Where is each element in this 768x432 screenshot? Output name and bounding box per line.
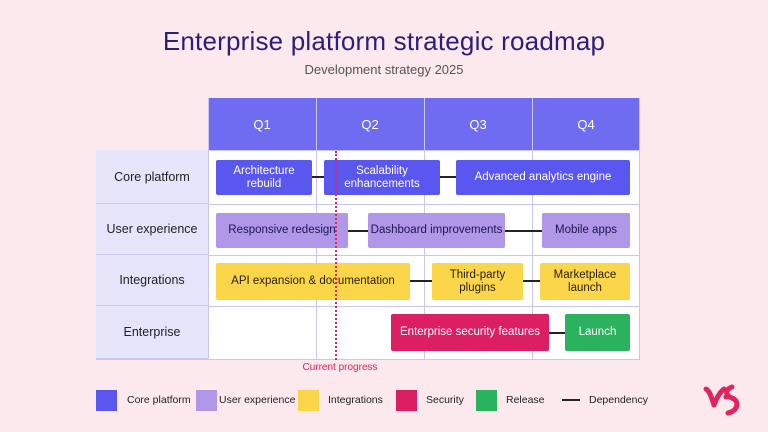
legend-item-user-experience: User experience — [196, 389, 295, 411]
dependency-line — [523, 280, 540, 282]
quarter-header-q2: Q2 — [316, 98, 424, 150]
dependency-line — [348, 230, 368, 232]
row-label-enterprise: Enterprise — [96, 306, 208, 359]
row-label-integrations: Integrations — [96, 255, 208, 306]
bar-scalability-enhancements[interactable]: Scalability enhancements — [324, 160, 440, 195]
legend-swatch — [298, 389, 319, 411]
legend-item-core-platform: Core platform — [96, 389, 191, 411]
legend-swatch — [396, 389, 417, 411]
dependency-line — [505, 230, 542, 232]
grid-line — [96, 204, 640, 205]
legend-swatch — [96, 389, 117, 411]
legend-item-dependency: Dependency — [562, 389, 648, 411]
bar-dashboard-improvements[interactable]: Dashboard improvements — [368, 213, 505, 248]
roadmap-grid: Q1 Q2 Q3 Q4 Core platform User experienc… — [96, 98, 640, 360]
legend-label: Security — [426, 394, 464, 406]
dependency-line — [312, 176, 324, 178]
grid-line — [208, 98, 209, 360]
legend-item-security: Security — [396, 389, 464, 411]
quarter-header-q1: Q1 — [208, 98, 316, 150]
roadmap-subtitle: Development strategy 2025 — [304, 62, 464, 77]
bar-responsive-redesign[interactable]: Responsive redesign — [216, 213, 348, 248]
grid-line — [96, 306, 640, 307]
current-progress-line — [335, 151, 337, 360]
brand-logo-icon — [703, 384, 740, 416]
legend-label: Dependency — [589, 394, 648, 406]
legend-label: Release — [506, 394, 545, 406]
legend-label: User experience — [219, 394, 296, 406]
bar-advanced-analytics-engine[interactable]: Advanced analytics engine — [456, 160, 630, 195]
legend-label: Core platform — [127, 394, 191, 406]
grid-line — [532, 98, 533, 360]
grid-line — [96, 359, 640, 360]
row-label-core-platform: Core platform — [96, 150, 208, 204]
bar-mobile-apps[interactable]: Mobile apps — [542, 213, 630, 248]
bar-architecture-rebuild[interactable]: Architecture rebuild — [216, 160, 312, 195]
legend-swatch — [196, 389, 217, 411]
bar-api-expansion[interactable]: API expansion & documentation — [216, 263, 410, 300]
bar-launch[interactable]: Launch — [565, 314, 630, 351]
legend-item-release: Release — [476, 389, 545, 411]
legend-swatch — [476, 389, 497, 411]
legend-label: Integrations — [328, 394, 383, 406]
current-progress-label: Current progress — [302, 362, 378, 373]
grid-line — [96, 150, 640, 151]
quarter-header-q4: Q4 — [532, 98, 640, 150]
bar-enterprise-security-features[interactable]: Enterprise security features — [391, 314, 549, 351]
row-label-user-experience: User experience — [96, 204, 208, 255]
grid-line — [639, 98, 640, 360]
bar-third-party-plugins[interactable]: Third-party plugins — [432, 263, 523, 300]
quarter-header-q3: Q3 — [424, 98, 532, 150]
dependency-line-icon — [562, 399, 580, 401]
dependency-line — [549, 332, 565, 334]
legend-item-integrations: Integrations — [298, 389, 383, 411]
grid-line — [96, 255, 640, 256]
dependency-line — [410, 280, 432, 282]
bar-marketplace-launch[interactable]: Marketplace launch — [540, 263, 630, 300]
dependency-line — [440, 176, 456, 178]
roadmap-title: Enterprise platform strategic roadmap — [162, 26, 606, 56]
